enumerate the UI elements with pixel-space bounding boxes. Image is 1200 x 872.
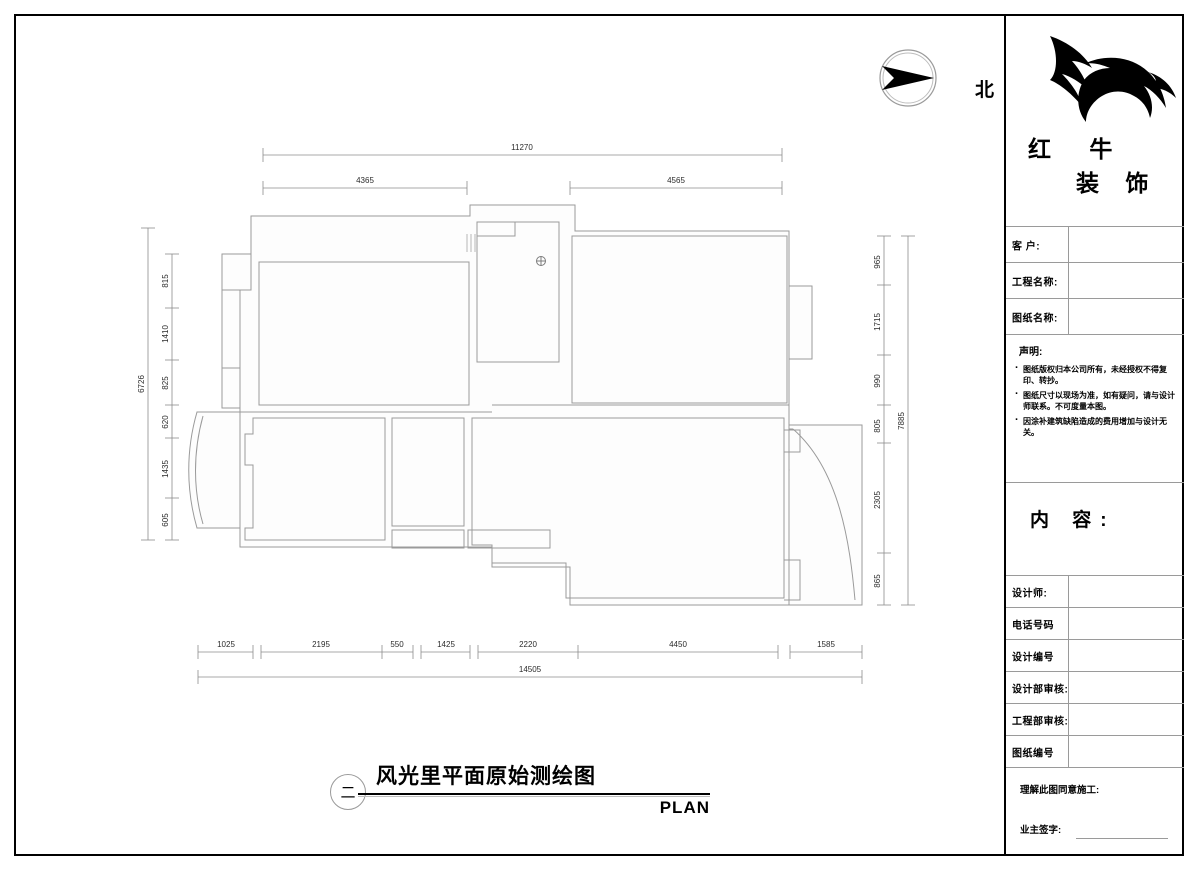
dimension-bottom-segments: 1025 2195 550 1425 2220 4450 1585 <box>197 640 863 659</box>
dim-right-6: 865 <box>873 574 882 588</box>
field-phone-label: 电话号码 <box>1012 620 1054 631</box>
field-design-review-value[interactable] <box>1068 672 1184 703</box>
title-rule-thick <box>358 793 710 795</box>
field-phone: 电话号码 <box>1006 608 1184 640</box>
dim-right-overall: 7885 <box>897 412 906 430</box>
dim-top-b: 4565 <box>667 176 685 185</box>
field-drawing-number-value[interactable] <box>1068 736 1184 767</box>
signature-label: 业主签字: <box>1020 825 1062 836</box>
field-phone-value[interactable] <box>1068 608 1184 639</box>
dim-right-4: 805 <box>873 419 882 433</box>
dimension-top-overall: 11270 <box>262 143 783 162</box>
field-designer-value[interactable] <box>1068 576 1184 607</box>
field-project-name-label: 工程名称: <box>1012 277 1058 288</box>
dim-left-3: 825 <box>161 376 170 390</box>
signature-rule <box>1076 838 1168 839</box>
dim-bot-overall: 14505 <box>519 665 542 674</box>
dimension-right-overall: 7885 <box>897 235 915 606</box>
field-drawing-name-value[interactable] <box>1068 299 1184 334</box>
field-client-label: 客 户: <box>1012 241 1041 252</box>
statement-item: 因涂补建筑缺陷造成的费用增加与设计无关。 <box>1015 415 1177 438</box>
dim-top-overall: 11270 <box>511 143 533 152</box>
dim-bot-1: 1025 <box>217 640 235 649</box>
field-design-number-value[interactable] <box>1068 640 1184 671</box>
drawing-title-block: 二 风光里平面原始测绘图 PLAN <box>330 760 710 818</box>
dim-bot-2: 2195 <box>312 640 330 649</box>
company-logo-cell: 红 牛 装 饰 <box>1006 14 1184 227</box>
dimension-left-overall: 6726 <box>137 227 155 541</box>
dim-left-5: 1435 <box>161 460 170 478</box>
title-rule-thin <box>358 796 710 797</box>
north-label: 北 <box>975 80 995 101</box>
field-drawing-number: 图纸编号 <box>1006 736 1184 768</box>
field-project-name-value[interactable] <box>1068 263 1184 298</box>
field-drawing-name: 图纸名称: <box>1006 299 1184 335</box>
dim-left-2: 1410 <box>161 325 170 343</box>
statement-item: 图纸版权归本公司所有，未经授权不得复印、转抄。 <box>1015 363 1177 386</box>
north-arrow-icon <box>878 48 938 108</box>
dim-bot-4: 1425 <box>437 640 455 649</box>
dim-right-3: 990 <box>873 374 882 388</box>
signature-row: 业主签字: <box>1020 822 1174 839</box>
field-client: 客 户: <box>1006 227 1184 263</box>
plan-walls <box>188 204 863 606</box>
field-designer-label: 设计师: <box>1012 588 1048 599</box>
drawing-subtitle: PLAN <box>659 798 710 817</box>
statement-item: 图纸尺寸以现场为准，如有疑问，请与设计师联系。不可度量本图。 <box>1015 389 1177 412</box>
content-label: 内 容: <box>1030 510 1116 531</box>
company-name-line2: 装 饰 <box>1076 170 1159 196</box>
field-client-value[interactable] <box>1068 227 1184 262</box>
dim-right-1: 965 <box>873 255 882 269</box>
field-drawing-name-label: 图纸名称: <box>1012 313 1058 324</box>
field-design-number-label: 设计编号 <box>1012 652 1054 663</box>
dimension-bottom-overall: 14505 <box>197 665 863 684</box>
dim-bot-3: 550 <box>390 640 404 649</box>
field-engineering-review-label: 工程部审核: <box>1012 716 1069 727</box>
dim-left-overall: 6726 <box>137 375 146 393</box>
dim-left-6: 605 <box>161 513 170 527</box>
dimension-right-segments: 965 1715 990 805 2305 865 <box>873 235 891 606</box>
dim-right-2: 1715 <box>873 313 882 331</box>
field-drawing-number-label: 图纸编号 <box>1012 748 1054 759</box>
drawing-number-marker: 二 <box>330 774 366 810</box>
statement-cell: 声明: 图纸版权归本公司所有，未经授权不得复印、转抄。 图纸尺寸以现场为准，如有… <box>1006 335 1184 483</box>
field-design-review: 设计部审核: <box>1006 672 1184 704</box>
signature-cell: 理解此图同意施工: 业主签字: <box>1006 768 1184 839</box>
company-name-line1: 红 牛 <box>1028 136 1129 162</box>
floor-drain-icon <box>536 256 546 266</box>
dim-bot-6: 4450 <box>669 640 687 649</box>
dim-right-5: 2305 <box>873 491 882 509</box>
field-project-name: 工程名称: <box>1006 263 1184 299</box>
dim-top-a: 4365 <box>356 176 374 185</box>
drawing-name: 风光里平面原始测绘图 <box>376 765 596 788</box>
field-engineering-review: 工程部审核: <box>1006 704 1184 736</box>
drawing-number-text: 二 <box>340 784 356 802</box>
field-design-review-label: 设计部审核: <box>1012 684 1069 695</box>
field-engineering-review-value[interactable] <box>1068 704 1184 735</box>
field-designer: 设计师: <box>1006 576 1184 608</box>
dim-bot-5: 2220 <box>519 640 537 649</box>
dim-bot-7: 1585 <box>817 640 835 649</box>
signature-note: 理解此图同意施工: <box>1020 785 1100 796</box>
dimension-top-segments: 4365 4565 <box>262 176 783 195</box>
floor-plan-drawing: .w{fill:none;stroke:#9a9a9a;stroke-width… <box>137 143 915 684</box>
dimension-left-segments: 815 1410 825 620 1435 605 <box>161 253 179 541</box>
content-cell: 内 容: <box>1006 483 1184 576</box>
dim-left-1: 815 <box>161 274 170 288</box>
field-design-number: 设计编号 <box>1006 640 1184 672</box>
statement-title: 声明: <box>1019 347 1043 358</box>
title-block-panel: 红 牛 装 饰 客 户: 工程名称: 图纸名称: 声明: 图纸版权归本公司所有，… <box>1004 14 1184 856</box>
bull-horn-logo-icon <box>1028 28 1178 128</box>
dim-left-4: 620 <box>161 415 170 429</box>
